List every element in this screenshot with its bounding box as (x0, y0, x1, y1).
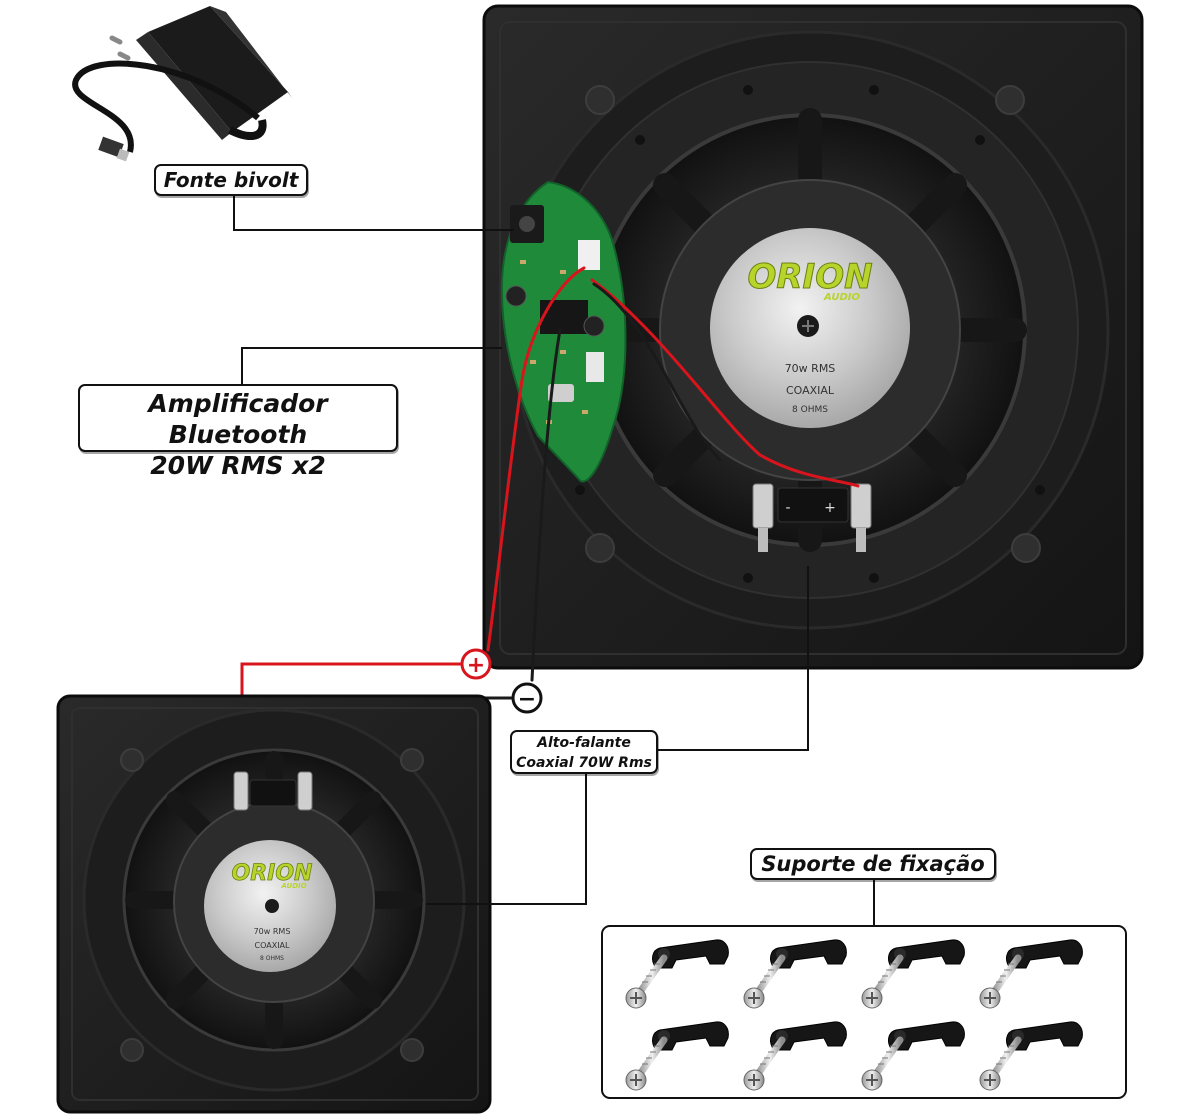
positive-marker: + (467, 653, 485, 678)
callout-leader-lines (233, 196, 875, 926)
terminal-mark-positive-top: + (824, 500, 836, 516)
speaker-top-badge: ORION AUDIO 70w RMS COAXIAL 8 OHMS - + (747, 257, 873, 517)
brackets-group (625, 939, 1083, 1091)
speaker-bottom-badge: ORION AUDIO 70w RMS COAXIAL 8 OHMS (231, 861, 313, 962)
badge-brand-bottom: ORION (232, 861, 313, 886)
power-adapter-illustration (72, 6, 292, 162)
mounting-bracket (861, 1021, 965, 1091)
amplifier-label-line2: 20W RMS x2 (150, 451, 326, 480)
badge-brand-top: ORION (747, 257, 872, 297)
speaker-top (482, 4, 1144, 670)
amplifier-label: Amplificador Bluetooth 20W RMS x2 (78, 384, 398, 480)
badge-power-bottom: 70w RMS (254, 927, 291, 936)
mounting-bracket (625, 1021, 729, 1091)
badge-type-top: COAXIAL (786, 384, 835, 397)
brackets-panel (601, 925, 1127, 1099)
negative-marker: − (518, 687, 536, 712)
speaker-label-line1: Alto-falante (537, 735, 631, 751)
amplifier-board (500, 180, 627, 483)
badge-power-top: 70w RMS (785, 362, 836, 375)
polarity-markers: + − (460, 648, 543, 714)
brackets-label: Suporte de fixação (750, 848, 996, 880)
speaker-bottom (56, 694, 492, 1114)
amplifier-label-line1: Amplificador Bluetooth (148, 389, 328, 449)
mounting-bracket (625, 939, 729, 1009)
badge-brand-sub-top: AUDIO (823, 292, 860, 303)
mounting-bracket (861, 939, 965, 1009)
mounting-bracket (979, 1021, 1083, 1091)
speaker-label: Alto-falante Coaxial 70W Rms (510, 730, 658, 774)
badge-impedance-bottom: 8 OHMS (260, 955, 284, 962)
mounting-bracket (979, 939, 1083, 1009)
speaker-label-line2: Coaxial 70W Rms (516, 755, 652, 771)
badge-type-bottom: COAXIAL (255, 941, 291, 950)
brackets-label-text: Suporte de fixação (761, 852, 985, 876)
terminal-mark-negative-top: - (785, 500, 790, 516)
power-supply-label: Fonte bivolt (154, 164, 308, 196)
power-supply-label-text: Fonte bivolt (163, 168, 299, 192)
mounting-bracket (743, 1021, 847, 1091)
mounting-bracket (743, 939, 847, 1009)
badge-brand-sub-bottom: AUDIO (280, 882, 306, 890)
badge-impedance-top: 8 OHMS (792, 405, 828, 415)
